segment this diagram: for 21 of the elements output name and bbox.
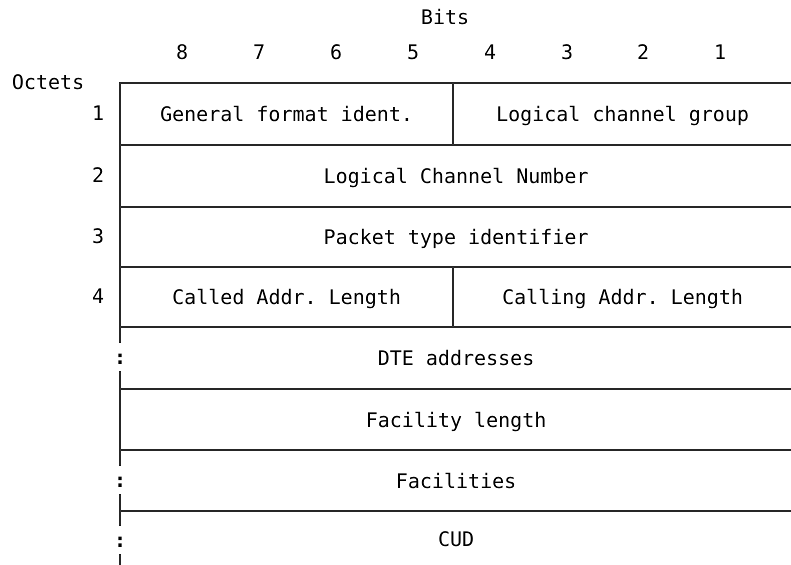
field-cell: Facility length: [119, 388, 791, 449]
field-cell: General format ident.: [119, 82, 452, 144]
bit-number: 3: [560, 42, 574, 62]
bit-number: 2: [636, 42, 650, 62]
bit-number: 5: [406, 42, 420, 62]
field-cell: Logical Channel Number: [119, 144, 791, 206]
bit-number: 1: [714, 42, 726, 62]
field-cell: Logical channel group: [452, 82, 791, 144]
axis-title: Bits: [420, 7, 470, 27]
field-cell: Calling Addr. Length: [452, 266, 791, 326]
field-cell: Called Addr. Length: [119, 266, 452, 326]
octet-number: 2: [92, 165, 104, 185]
octet-number: 1: [92, 103, 104, 123]
bit-number: 4: [484, 42, 496, 62]
octet-number: 4: [92, 286, 104, 306]
axis-title: Octets: [12, 72, 84, 92]
field-cell: Packet type identifier: [119, 206, 791, 266]
bit-number: 7: [252, 42, 266, 62]
bit-number: 8: [176, 42, 188, 62]
octet-number: 3: [92, 226, 104, 246]
bit-number: 6: [330, 42, 342, 62]
